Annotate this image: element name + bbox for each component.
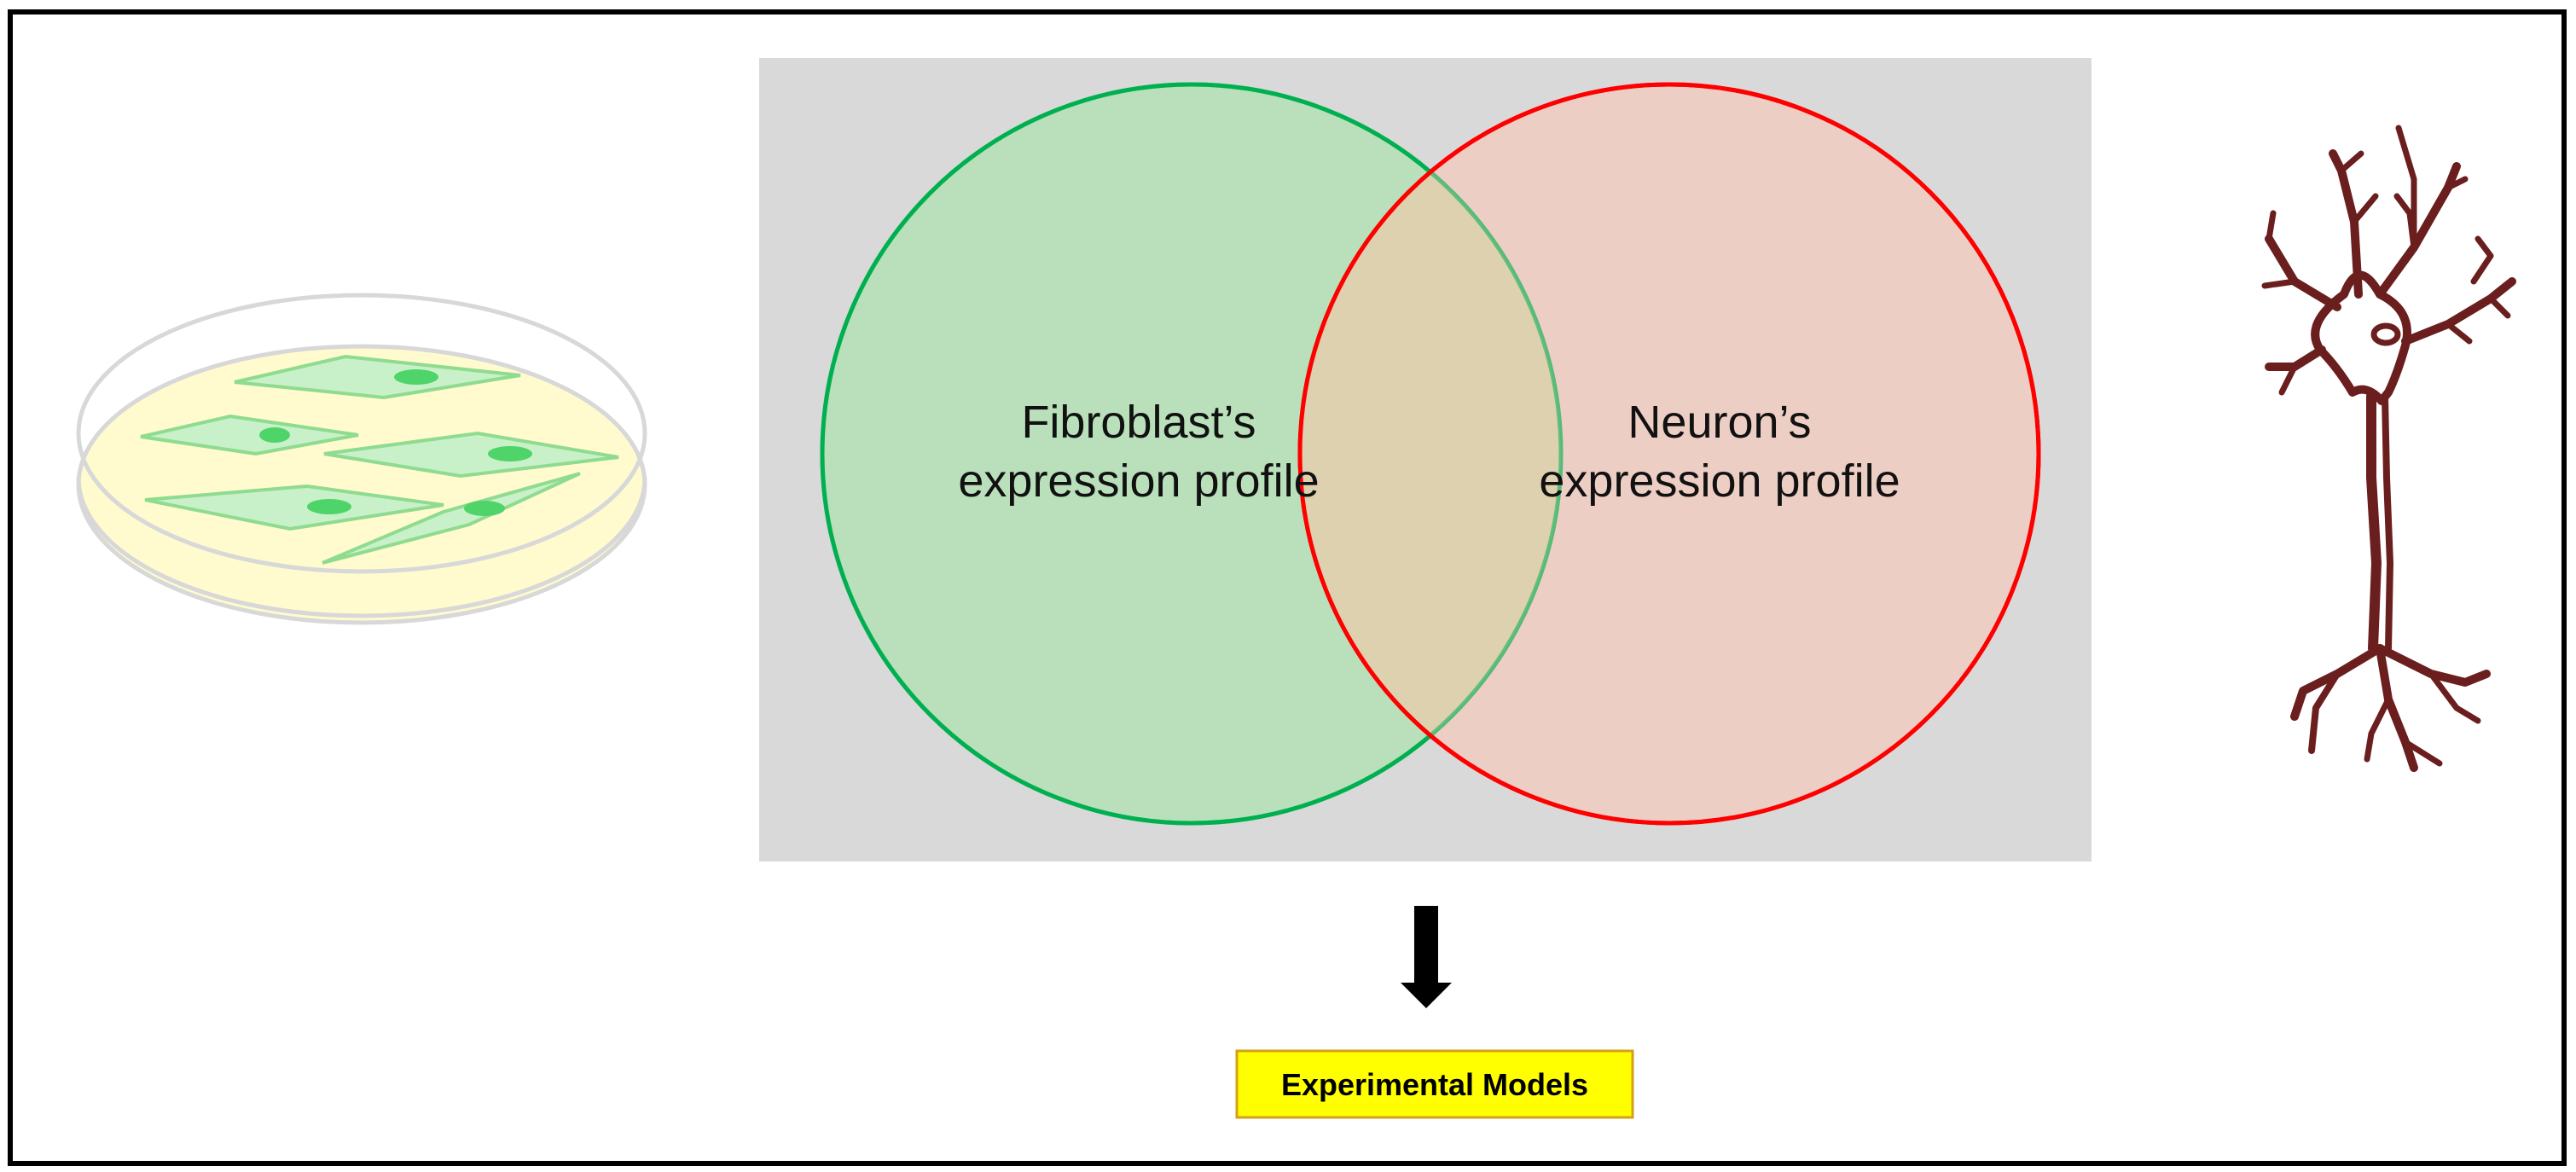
fibroblast-label-line1: Fibroblast’s bbox=[1021, 397, 1256, 448]
petri-dish-fibroblasts-icon bbox=[76, 293, 647, 625]
fibroblast-label-line2: expression profile bbox=[958, 455, 1319, 507]
venn-diagram: Fibroblast’s expression profile Neuron’s… bbox=[820, 82, 2041, 826]
overlap-region bbox=[1300, 172, 1561, 735]
neuron-icon bbox=[2261, 125, 2516, 772]
experimental-models-box: Experimental Models bbox=[1235, 1049, 1634, 1119]
experimental-models-label: Experimental Models bbox=[1281, 1067, 1588, 1102]
neuron-label-line1: Neuron’s bbox=[1627, 397, 1811, 448]
down-arrow-icon bbox=[1401, 906, 1452, 1008]
neuron-label-line2: expression profile bbox=[1539, 455, 1900, 507]
